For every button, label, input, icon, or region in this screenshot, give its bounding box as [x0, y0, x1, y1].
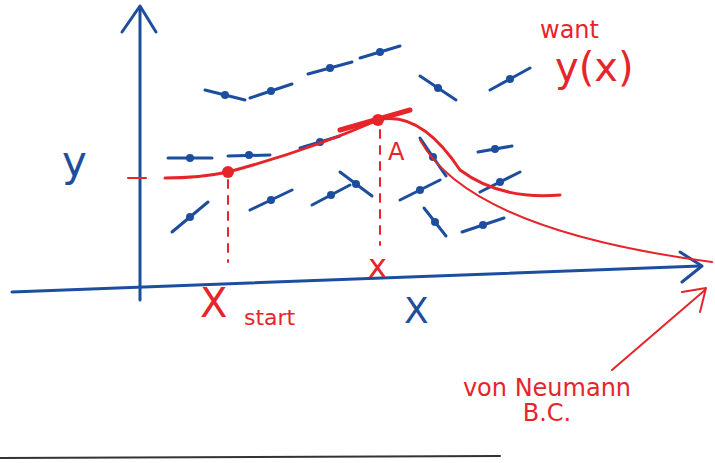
axis-label: X [404, 292, 429, 330]
note-label: von Neumann B.C. [462, 376, 632, 426]
solution-curve [165, 119, 560, 196]
axis-arrowhead [680, 252, 702, 282]
arrowhead [682, 288, 706, 312]
axis-label: y [62, 140, 87, 184]
subscript-label: start [244, 306, 295, 329]
leader-line [612, 290, 705, 370]
note-label: want [540, 18, 599, 43]
slope-dots [186, 48, 514, 229]
function-label: y(x) [555, 46, 634, 88]
point-label: A [386, 140, 406, 165]
point-a [372, 114, 384, 126]
tangent-line [340, 110, 410, 130]
axis-arrowhead [122, 6, 156, 32]
underline [0, 456, 500, 458]
dashed-guide [379, 130, 381, 245]
dashed-guide [227, 180, 229, 262]
x-axis [12, 266, 700, 292]
start-point [222, 166, 234, 178]
axis-label: x [368, 250, 387, 284]
slope-marks [168, 46, 530, 236]
y-axis [139, 8, 142, 300]
tick-mark [128, 177, 146, 179]
leader-line [420, 140, 712, 262]
axis-label: X [200, 282, 227, 324]
